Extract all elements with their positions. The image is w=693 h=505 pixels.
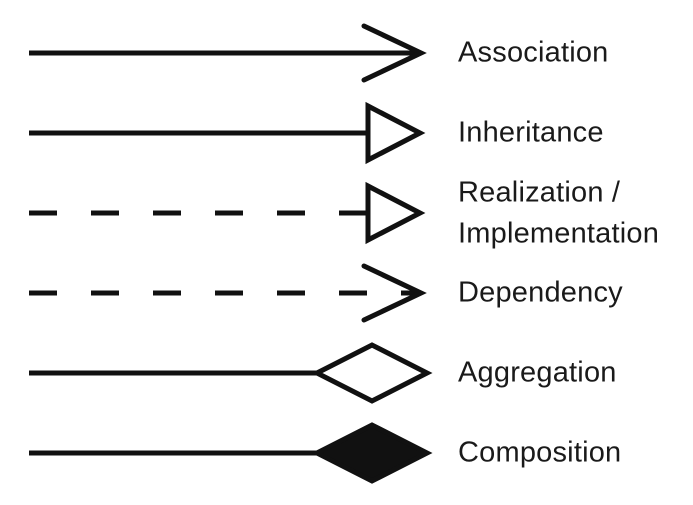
legend-row-association: Association (0, 13, 693, 93)
legend-row-aggregation: Aggregation (0, 333, 693, 413)
open-arrowhead (361, 263, 427, 323)
legend-row-realization: Realization / Implementation (0, 173, 693, 253)
open-arrowhead (361, 23, 427, 83)
aggregation-arrow-icon (29, 342, 433, 404)
hollow-diamond-arrowhead (311, 342, 433, 404)
association-arrow-icon (29, 23, 427, 83)
legend-row-composition: Composition (0, 413, 693, 493)
legend-row-inheritance: Inheritance (0, 93, 693, 173)
legend-row-dependency: Dependency (0, 253, 693, 333)
composition-arrow-icon (29, 422, 433, 484)
hollow-triangle-arrowhead (365, 181, 426, 245)
legend-label-composition: Composition (458, 436, 622, 469)
legend-label-association: Association (458, 36, 609, 69)
realization-arrow-icon (29, 181, 426, 245)
filled-diamond-arrowhead (311, 422, 433, 484)
dependency-arrow-icon (29, 263, 427, 323)
legend-label-dependency: Dependency (458, 276, 623, 309)
legend-label-aggregation: Aggregation (458, 356, 617, 389)
legend-label-inheritance: Inheritance (458, 116, 604, 149)
legend-label-realization: Realization / Implementation (458, 176, 660, 249)
hollow-triangle-arrowhead (365, 101, 426, 165)
inheritance-arrow-icon (29, 101, 426, 165)
